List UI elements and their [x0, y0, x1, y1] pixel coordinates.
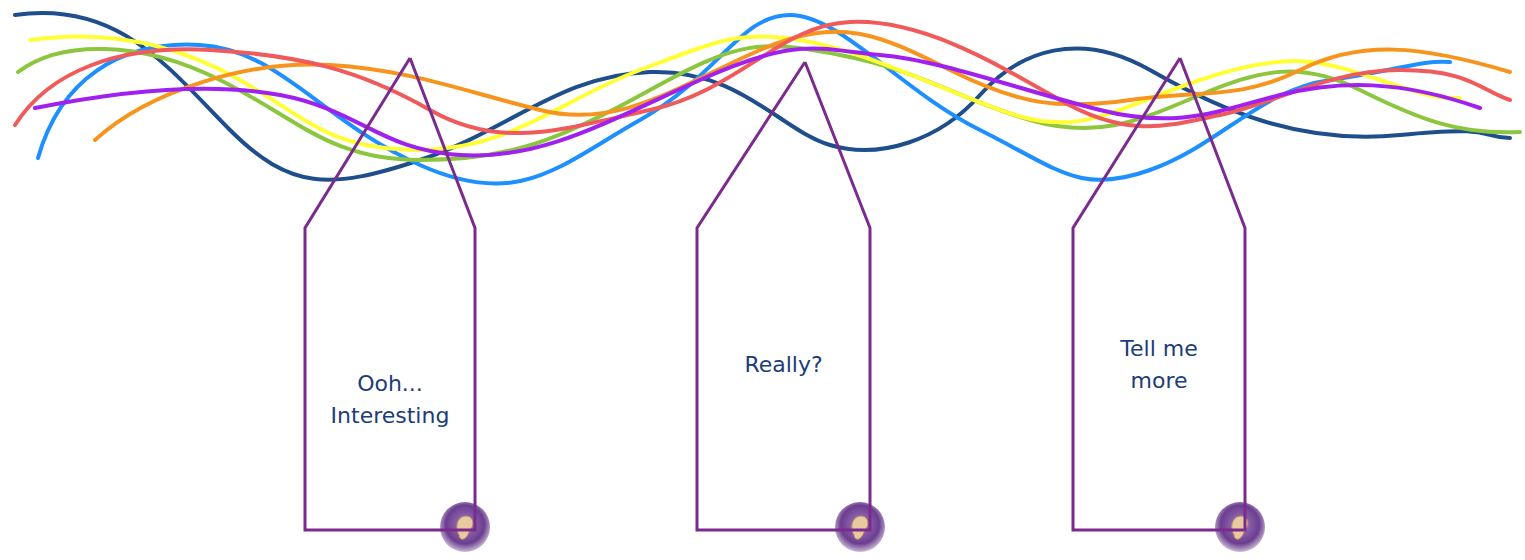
ear-icon	[835, 502, 885, 552]
tag-border	[697, 62, 870, 530]
green-string	[18, 46, 1520, 160]
hanging-tag: Really?	[697, 62, 870, 530]
purple-string	[35, 49, 1480, 156]
ear-shape	[457, 516, 473, 539]
ear-icon-disc	[1215, 502, 1265, 552]
ear-icon-disc	[835, 502, 885, 552]
tag-outline	[697, 62, 870, 530]
tag-text: Really?	[714, 349, 854, 381]
ear-icon	[1215, 502, 1265, 552]
tag-text: Tell me more	[1089, 333, 1229, 397]
tag-text: Ooh... Interesting	[320, 368, 460, 432]
tag-outline	[305, 58, 475, 530]
tag-outline	[1073, 58, 1245, 530]
red-string	[15, 22, 1510, 133]
ear-icon-disc	[440, 502, 490, 552]
tag-border	[1073, 58, 1245, 530]
navy-string	[15, 13, 1510, 180]
ear-icon	[440, 502, 490, 552]
tag-border	[305, 58, 475, 530]
ear-shape	[852, 516, 868, 539]
hanging-tag: Tell me more	[1073, 58, 1245, 530]
hanging-tag: Ooh... Interesting	[305, 58, 475, 530]
